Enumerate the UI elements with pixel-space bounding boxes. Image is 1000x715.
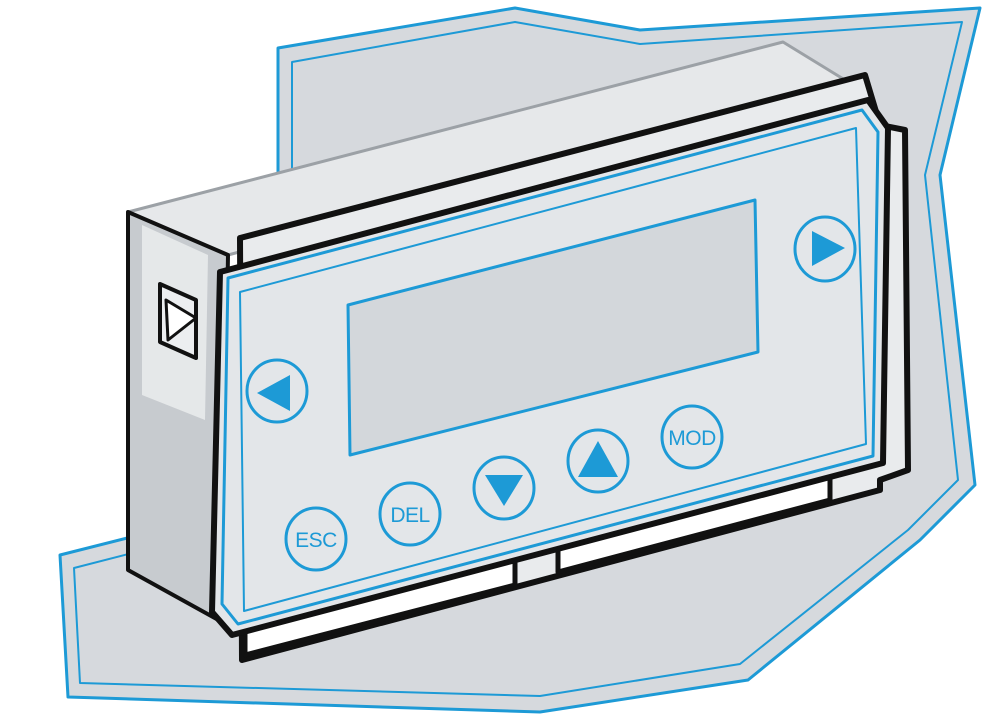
mod-button[interactable]: MOD [660, 404, 724, 470]
arrow-right-icon [812, 231, 845, 266]
del-button-label: DEL [390, 504, 429, 527]
mod-button-label: MOD [668, 427, 716, 450]
mounting-clip-tab [164, 298, 198, 342]
arrow-up-icon [578, 441, 618, 477]
down-arrow-button[interactable] [472, 455, 536, 521]
front-bezel-blue-edge [220, 108, 880, 626]
del-button[interactable]: DEL [378, 481, 442, 547]
esc-button[interactable]: ESC [284, 506, 348, 572]
arrow-down-icon [485, 475, 523, 506]
esc-button-label: ESC [295, 529, 337, 552]
up-arrow-button[interactable] [566, 428, 630, 494]
arrow-left-icon [257, 375, 290, 411]
left-arrow-button[interactable] [245, 358, 309, 424]
display-window [346, 198, 760, 457]
right-arrow-button[interactable] [793, 215, 857, 283]
front-bezel-inner-border [239, 127, 867, 612]
panel-inner-edge [73, 21, 963, 697]
